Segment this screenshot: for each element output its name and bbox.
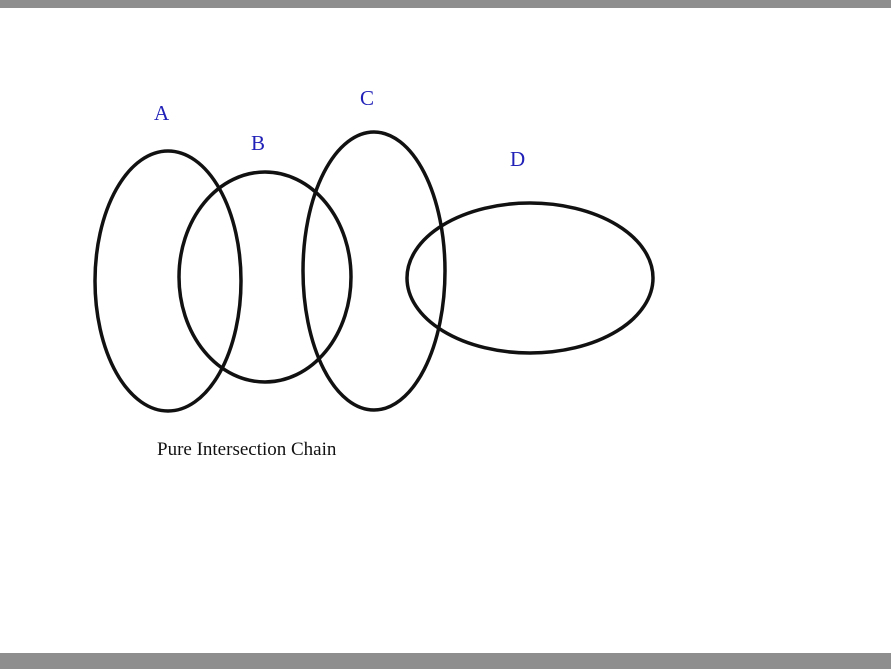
ellipse-D — [405, 201, 655, 355]
ellipse-B — [177, 170, 353, 384]
set-label-d: D — [510, 147, 526, 171]
top-border — [0, 0, 891, 8]
set-label-c: C — [360, 86, 375, 110]
ellipse-A — [93, 149, 243, 413]
figure-caption: Pure Intersection Chain — [157, 439, 337, 460]
ellipse-C — [301, 130, 447, 412]
set-label-a: A — [154, 101, 170, 125]
set-label-b: B — [251, 131, 266, 155]
bottom-border — [0, 653, 891, 669]
